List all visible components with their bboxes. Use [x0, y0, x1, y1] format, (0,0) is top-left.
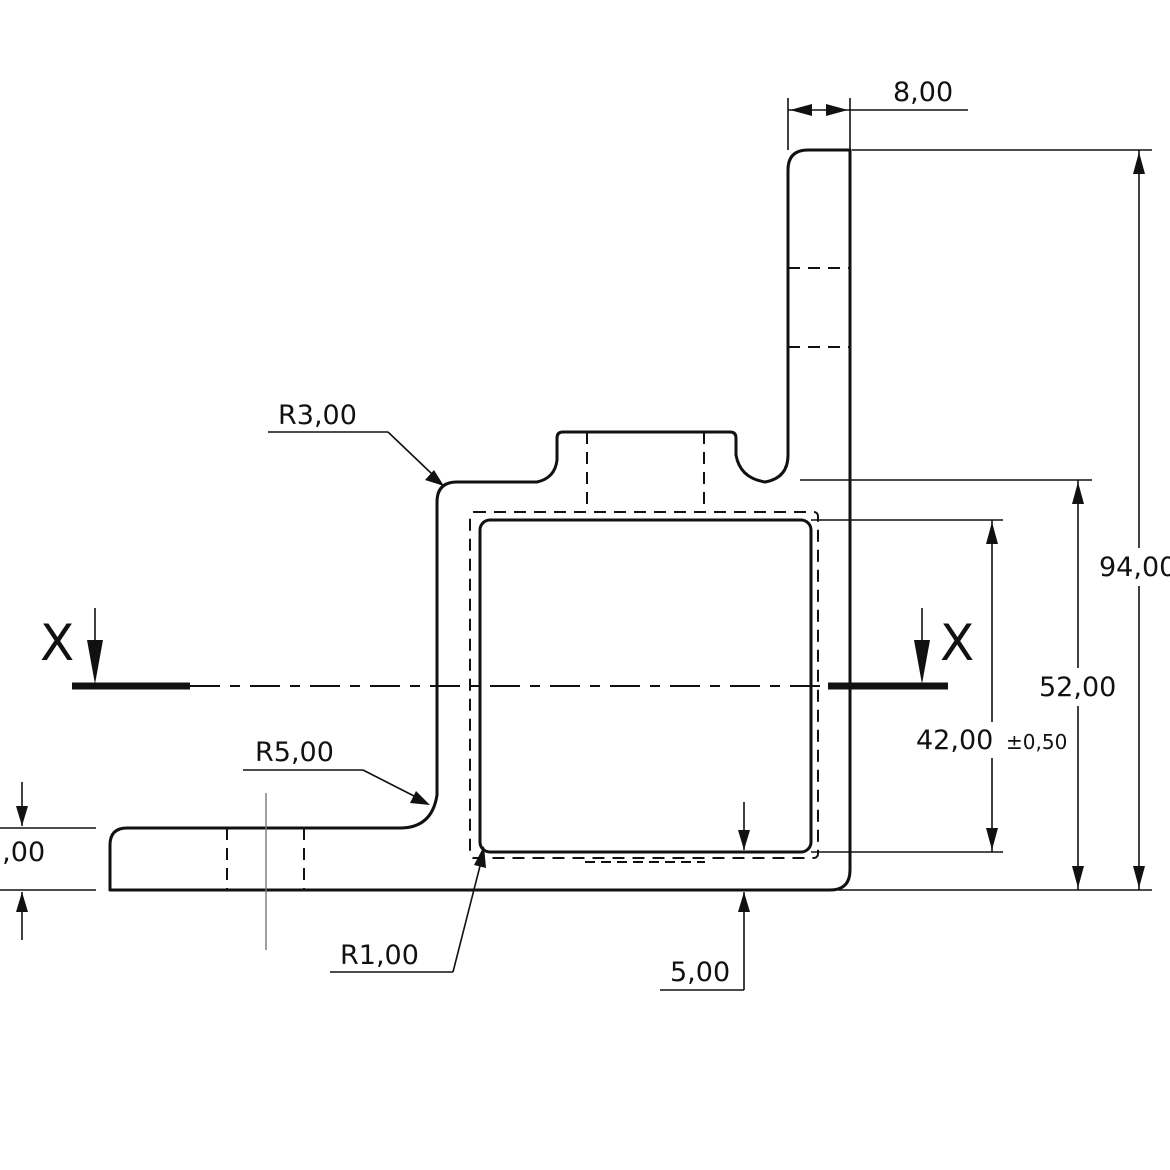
arrow-total-bottom-icon	[1133, 866, 1145, 888]
leader-r1-diagonal	[452, 865, 481, 973]
section-arrow-left-icon	[87, 640, 103, 684]
dim-top-width: 8,00	[893, 77, 953, 108]
dim-bottom-thickness: 5,00	[670, 957, 730, 988]
arrow-r1-icon	[474, 846, 486, 868]
arrow-total-top-icon	[1133, 152, 1145, 174]
arrow-top-width-right-icon	[826, 104, 848, 116]
section-label-right: X	[940, 614, 974, 672]
arrow-bottom-lower-icon	[738, 892, 750, 912]
section-label-left: X	[40, 614, 74, 672]
radius-r1: R1,00	[340, 940, 419, 971]
dim-base-thickness: 3,00	[0, 837, 45, 868]
leader-r3-diagonal	[387, 431, 433, 475]
arrow-r5-icon	[410, 791, 430, 805]
radius-r3: R3,00	[278, 400, 357, 431]
dim-box-height: 52,00	[1039, 672, 1116, 703]
arrow-bottom-top-icon	[738, 830, 750, 850]
hidden-opening-outline	[469, 511, 819, 859]
leader-r5-diagonal	[362, 769, 415, 797]
arrow-box-bottom-icon	[1072, 866, 1084, 888]
arrow-box-top-icon	[1072, 482, 1084, 504]
dim-inner-tolerance: ±0,50	[1006, 730, 1067, 754]
arrow-base-top-icon	[16, 806, 28, 826]
arrow-inner-bottom-icon	[986, 828, 998, 850]
arrow-base-bottom-icon	[16, 892, 28, 912]
arrow-inner-top-icon	[986, 522, 998, 544]
part-outline	[108, 148, 852, 892]
inner-opening	[478, 518, 813, 854]
radius-r5: R5,00	[255, 737, 334, 768]
arrow-top-width-left-icon	[790, 104, 812, 116]
arrow-r3-icon	[425, 470, 444, 486]
section-arrow-right-icon	[914, 640, 930, 684]
dim-inner-height: 42,00	[916, 725, 993, 756]
dim-total-height: 94,00	[1099, 552, 1170, 583]
